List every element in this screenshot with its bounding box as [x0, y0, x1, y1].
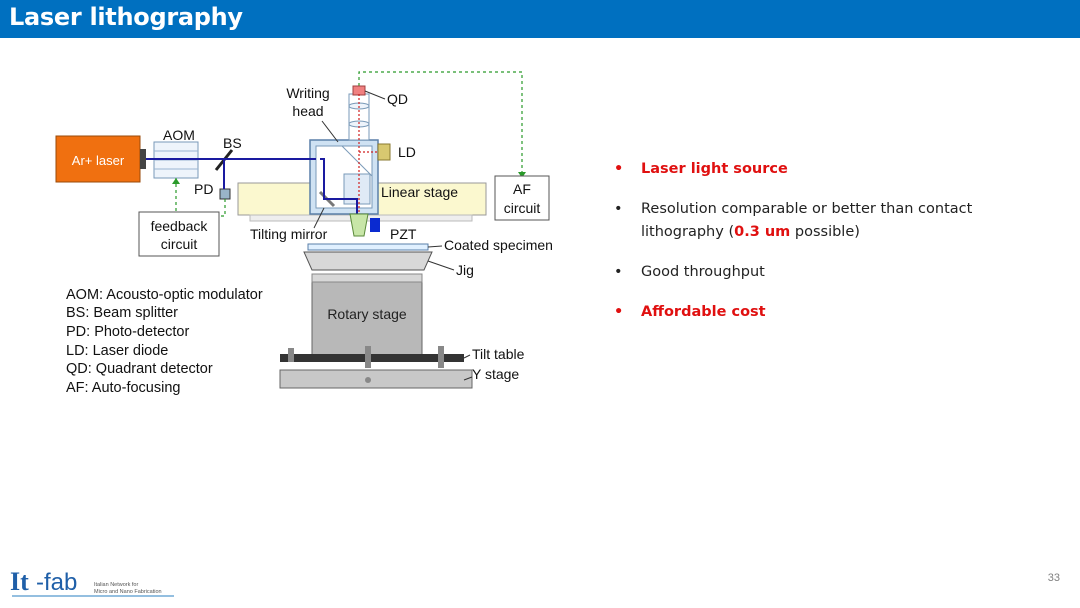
bullet-text: Laser light source	[641, 161, 788, 177]
pd-label: PD	[194, 181, 213, 197]
coated-label: Coated specimen	[444, 237, 553, 253]
title-bar: Laser lithography	[0, 0, 1080, 38]
pzt	[370, 218, 380, 232]
logo-fab: -fab	[36, 569, 77, 596]
quadrant-detector	[352, 85, 366, 96]
bullet-item: • Good throughput	[614, 261, 1014, 284]
legend-line: QD: Quadrant detector	[66, 361, 213, 377]
objective-lens	[349, 213, 369, 237]
bullet-symbol: •	[614, 304, 624, 320]
af-label-1: AF	[513, 181, 531, 197]
page-number: 33	[1047, 572, 1060, 584]
bullet-item: • Affordable cost	[614, 301, 1014, 324]
legend-line: PD: Photo-detector	[66, 324, 189, 340]
y-stage	[279, 369, 473, 389]
logo-tagline-1: Italian Network for	[94, 582, 138, 588]
aom-label: AOM	[163, 127, 195, 143]
tilting-mirror-label: Tilting mirror	[250, 226, 328, 242]
legend-line: LD: Laser diode	[66, 343, 168, 359]
feedback-label-2: circuit	[161, 236, 198, 252]
jig-label: Jig	[456, 262, 474, 278]
bullet-symbol: •	[614, 201, 623, 217]
bullet-symbol: •	[614, 264, 623, 280]
photo-detector	[219, 188, 231, 200]
af-label-2: circuit	[504, 200, 541, 216]
it-fab-logo: It -fab Italian Network for Micro and Na…	[10, 567, 174, 597]
laser-label: Ar+ laser	[72, 153, 125, 168]
legend-line: AF: Auto-focusing	[66, 380, 180, 396]
y-stage-label: Y stage	[472, 366, 519, 382]
slide-title: Laser lithography	[9, 3, 243, 31]
coated-specimen	[307, 243, 429, 251]
rotary-stage-label: Rotary stage	[327, 306, 407, 322]
bullet-item: • Resolution comparable or better than c…	[614, 198, 1014, 244]
rotary-stage	[311, 273, 423, 359]
feedback-label-1: feedback	[151, 218, 209, 234]
laser-aperture	[140, 149, 146, 169]
bullet-text: possible)	[790, 224, 860, 240]
ld-label: LD	[398, 144, 416, 160]
writing-head-label-1: Writing	[286, 85, 329, 101]
bs-label: BS	[223, 135, 242, 151]
bullet-text: Affordable cost	[641, 304, 766, 320]
bullet-list: • Laser light source • Resolution compar…	[614, 158, 1014, 341]
bullet-highlight: 0.3 um	[734, 224, 791, 240]
pzt-label: PZT	[390, 226, 417, 242]
af-circuit-box	[494, 175, 550, 221]
legend-line: BS: Beam splitter	[66, 305, 178, 321]
ar-laser-box	[55, 135, 141, 183]
logo-tagline-2: Micro and Nano Fabrication	[94, 589, 162, 595]
laser-lithography-diagram: Ar+ laser AOM BS PD feedback circuit Lin…	[55, 71, 553, 396]
legend-line: AOM: Acousto-optic modulator	[66, 287, 263, 303]
tilt-table-label: Tilt table	[472, 346, 525, 362]
bullet-item: • Laser light source	[614, 158, 1014, 181]
jig	[303, 251, 433, 271]
logo-it: It	[10, 567, 29, 596]
feedback-circuit-box	[138, 211, 220, 257]
qd-column	[348, 93, 370, 141]
linear-stage-label: Linear stage	[381, 184, 458, 200]
bullet-text: Resolution comparable or better than con…	[641, 201, 973, 240]
qd-label: QD	[387, 91, 408, 107]
tilt-table	[280, 354, 464, 362]
laser-diode	[377, 143, 391, 161]
bullet-symbol: •	[614, 161, 624, 177]
bullet-text: Good throughput	[641, 264, 765, 280]
writing-head-label-2: head	[292, 103, 323, 119]
abbreviation-legend: AOM: Acousto-optic modulator BS: Beam sp…	[66, 287, 263, 396]
